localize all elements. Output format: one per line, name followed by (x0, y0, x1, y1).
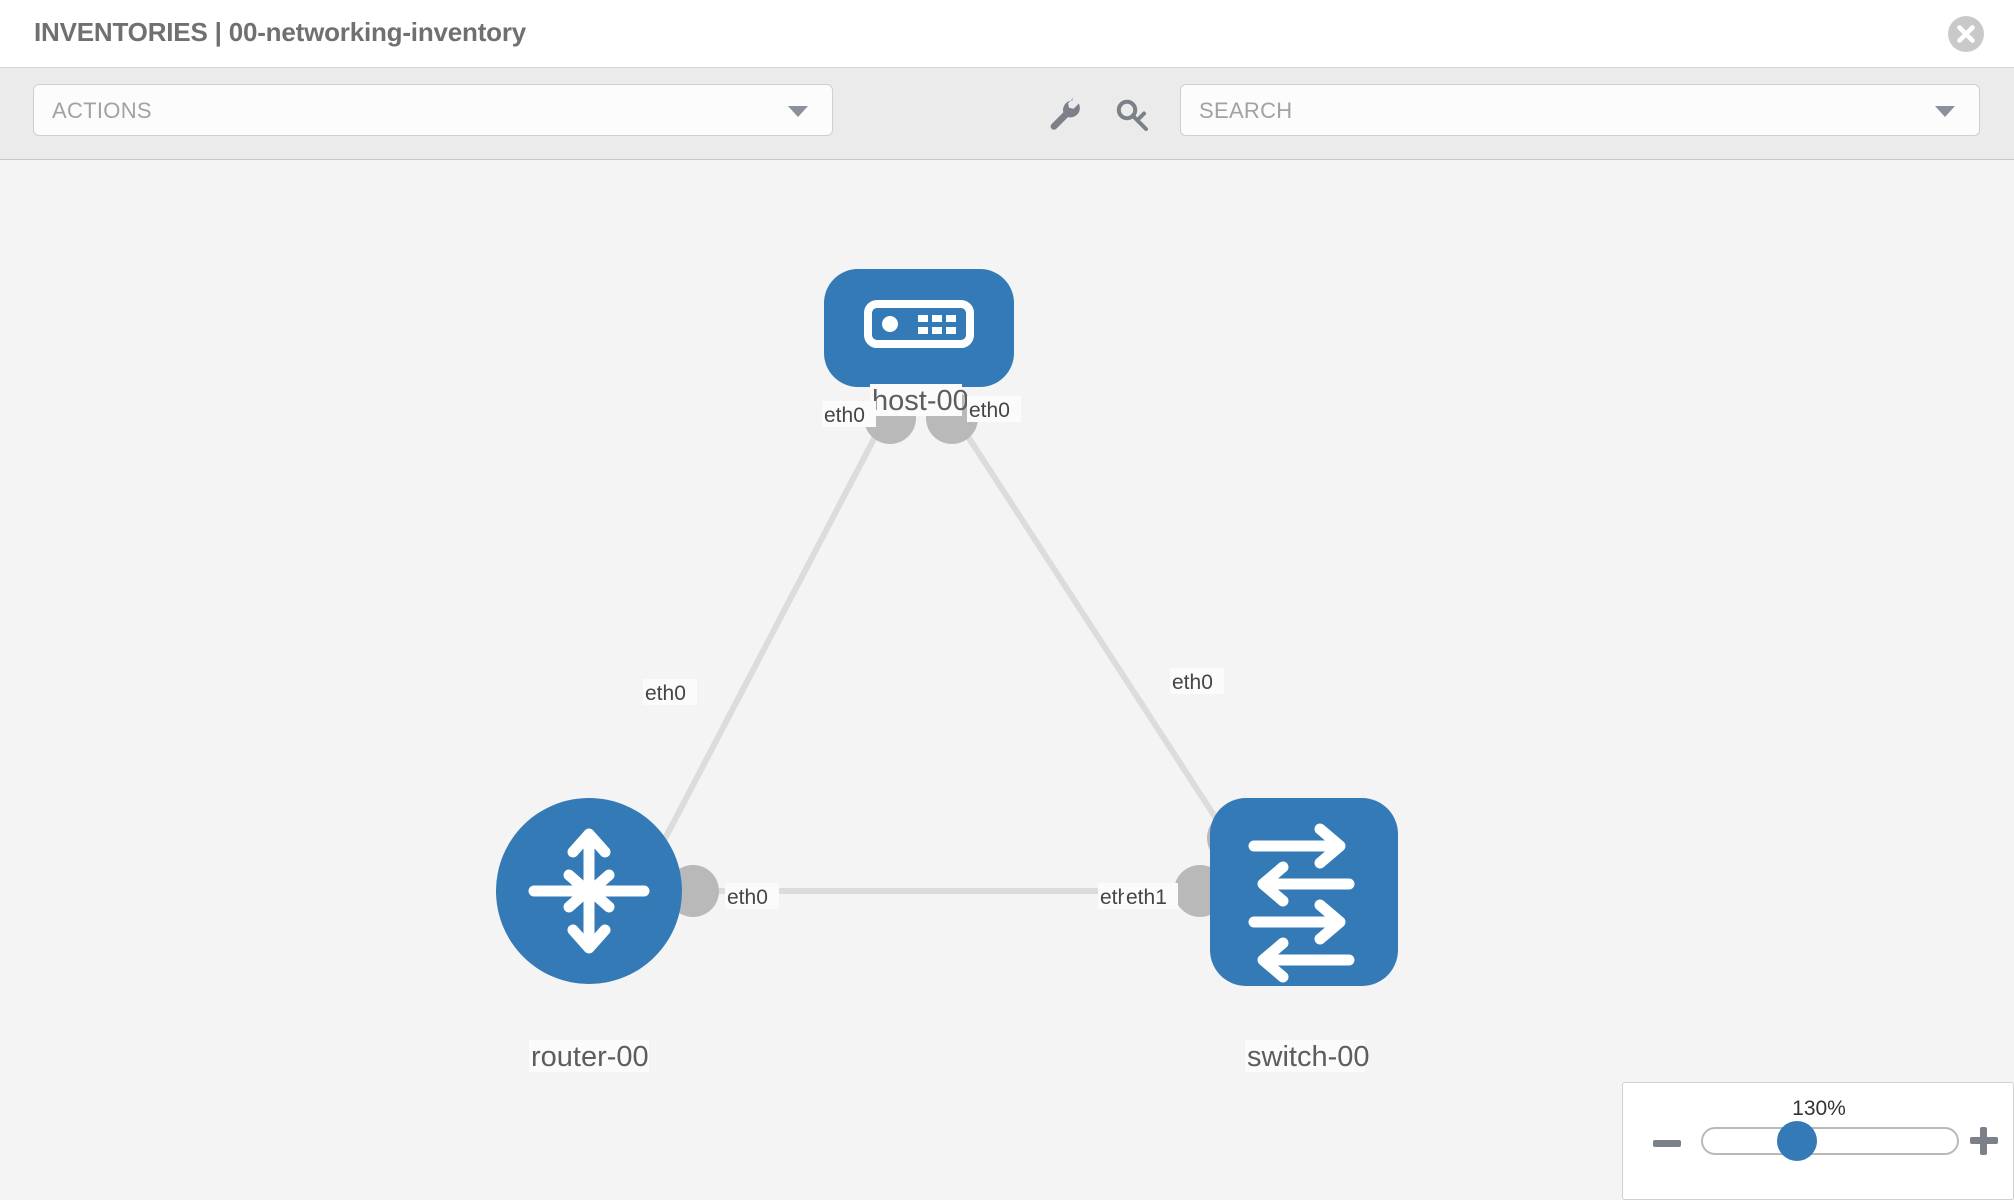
chevron-down-icon (788, 106, 808, 117)
edge-host00-switch00[interactable] (949, 410, 1246, 862)
node-router-00[interactable] (496, 798, 682, 984)
chevron-down-icon (1935, 106, 1955, 117)
actions-dropdown[interactable]: ACTIONS (33, 84, 833, 136)
interface-connectors (667, 392, 1259, 917)
switch-arrows-icon (1248, 823, 1355, 983)
node-switch-00[interactable] (1210, 798, 1398, 986)
node-host-00[interactable] (824, 269, 1014, 387)
node-label-host-00: host-00 (872, 385, 969, 417)
node-label-switch-00: switch-00 (1247, 1041, 1370, 1073)
interface-labels: eth0 eth0 eth0 eth0 eth0 eth eth1 (643, 396, 1224, 909)
iface-label-switch00-uplink: eth0 (1172, 671, 1213, 694)
node-labels: host-00 router-00 switch-00 (529, 384, 1370, 1073)
zoom-level-label: 130% (1792, 1097, 1846, 1120)
server-icon (864, 300, 974, 348)
close-icon[interactable] (1947, 15, 1985, 53)
search-placeholder: SEARCH (1199, 98, 1293, 123)
page-header: INVENTORIES | 00-networking-inventory (0, 0, 2014, 68)
actions-dropdown-label: ACTIONS (52, 98, 152, 123)
iface-label-overlap-partial: eth (1100, 886, 1129, 909)
edge-host00-router00[interactable] (643, 410, 891, 877)
topology-edges (643, 410, 1246, 894)
iface-label-switch00-eth1: eth1 (1126, 886, 1167, 909)
router-arrows-icon (528, 828, 650, 954)
zoom-slider-thumb[interactable] (1777, 1121, 1817, 1161)
zoom-slider-track[interactable] (1701, 1127, 1959, 1155)
page-title: INVENTORIES | 00-networking-inventory (34, 17, 527, 47)
topology-graph[interactable]: host-00 router-00 switch-00 eth0 eth0 et… (0, 160, 2014, 1200)
wrench-icon[interactable] (1045, 95, 1085, 135)
zoom-in-button[interactable] (1970, 1127, 1998, 1155)
zoom-control: 130% (1622, 1082, 2014, 1200)
iface-label-host00-left: eth0 (824, 404, 865, 427)
topology-canvas[interactable]: host-00 router-00 switch-00 eth0 eth0 et… (0, 160, 2014, 1200)
iface-label-host00-right: eth0 (969, 399, 1010, 422)
iface-label-router00-uplink: eth0 (645, 682, 686, 705)
node-label-router-00: router-00 (531, 1041, 649, 1073)
zoom-out-button[interactable] (1653, 1140, 1681, 1147)
iface-label-router00-eth0: eth0 (727, 886, 768, 909)
search-input[interactable]: SEARCH (1180, 84, 1980, 136)
key-icon[interactable] (1113, 95, 1153, 135)
